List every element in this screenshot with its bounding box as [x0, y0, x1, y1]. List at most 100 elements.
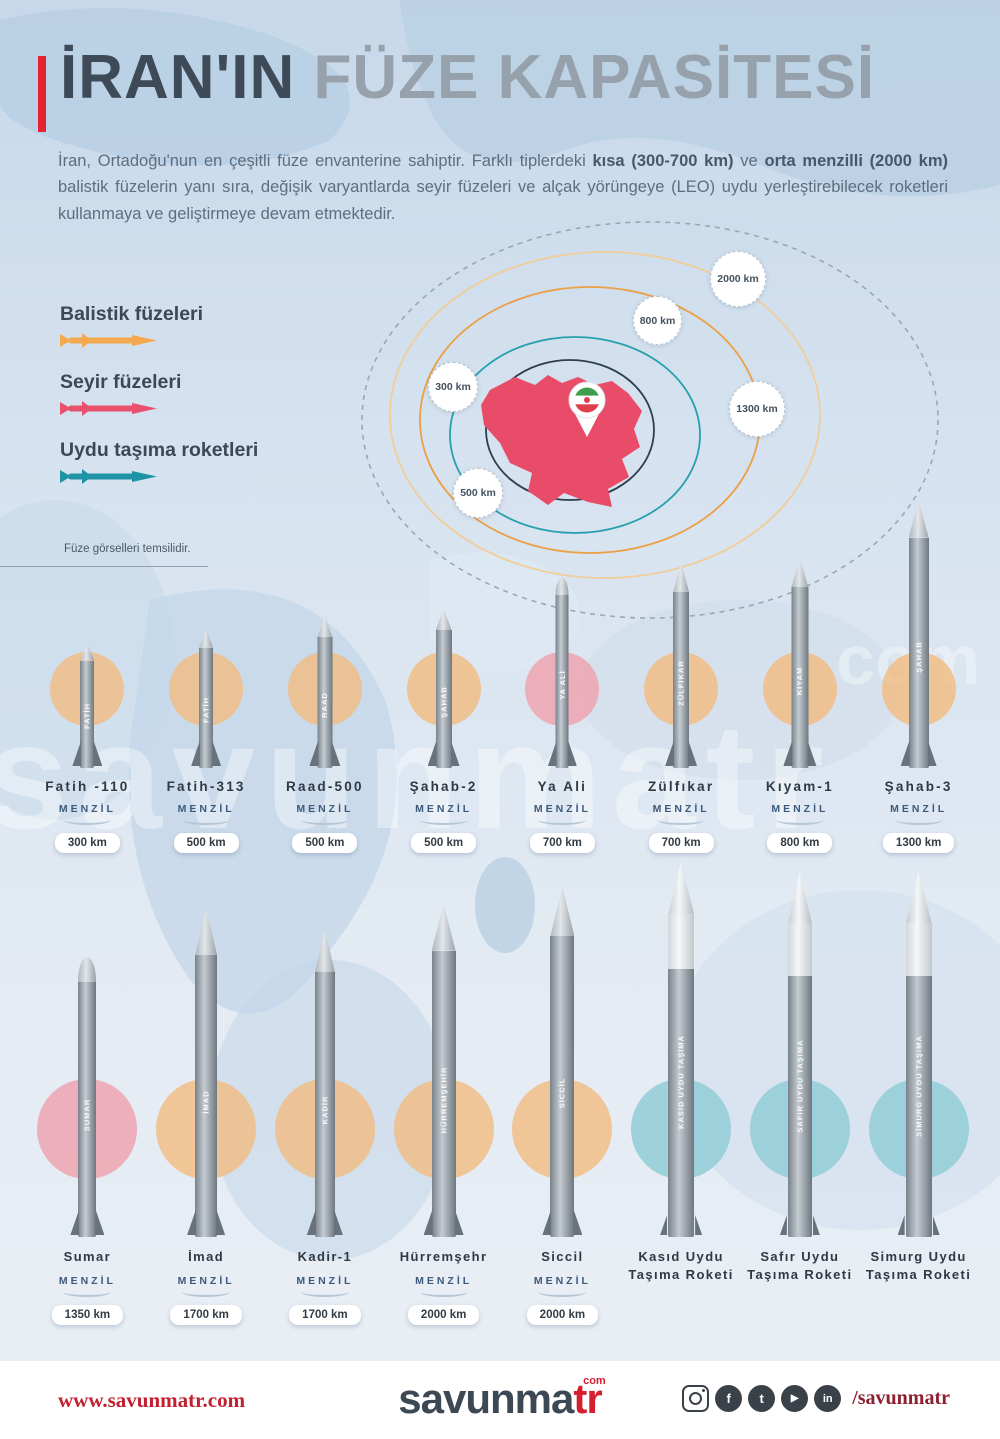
- range-badge: 300 km: [54, 833, 120, 853]
- range-label-800: 800 km: [633, 296, 682, 345]
- missile-body: YA ALİ: [547, 595, 577, 768]
- range-label-1300: 1300 km: [729, 381, 785, 437]
- range-map: [361, 221, 939, 619]
- legend-item-cruise: Seyir füzeleri: [60, 371, 258, 416]
- missile-name: Raad-500: [286, 779, 364, 794]
- missile-nose: [435, 608, 452, 631]
- missile-name: Simurg Uydu Taşıma Roketi: [865, 1249, 972, 1282]
- missile-card: KADİR Kadir-1 MENZİL 1700 km: [266, 860, 385, 1325]
- missile-body: ŞAHAB: [900, 537, 937, 768]
- missile-row-2: SUMAR Sumar MENZİL 1350 km İMAD: [28, 860, 978, 1325]
- missile-nose: [668, 862, 695, 915]
- missile-name: Kadir-1: [297, 1249, 353, 1264]
- missile-figure: RAAD: [266, 496, 385, 768]
- range-arc: [63, 1287, 112, 1297]
- page-title: İRAN'IN FÜZE KAPASİTESİ: [60, 42, 875, 113]
- facebook-icon[interactable]: f: [715, 1385, 743, 1412]
- missile-graphic: ZÜLFIKAR: [665, 563, 698, 768]
- intro-bold-short-range: kısa (300-700 km): [592, 152, 734, 170]
- missile-figure: ZÜLFIKAR: [622, 496, 741, 768]
- range-caption: MENZİL: [177, 803, 235, 815]
- range-caption: MENZİL: [533, 803, 591, 815]
- missile-body: SİMURG UYDU TAŞIMA: [897, 923, 940, 1237]
- range-caption: MENZİL: [533, 1274, 591, 1287]
- missile-name: Safır Uydu Taşıma Roketi: [747, 1249, 853, 1282]
- range-label-500: 500 km: [453, 468, 503, 518]
- range-caption: MENZİL: [296, 1274, 354, 1287]
- legend-label: Seyir füzeleri: [60, 371, 182, 393]
- missile-vlabel: FATİH: [82, 703, 92, 730]
- missile-figure: ŞAHAB: [859, 496, 978, 768]
- missile-vlabel: YA ALİ: [557, 670, 567, 700]
- range-badge: 1350 km: [51, 1304, 124, 1325]
- missile-card: YA ALİ Ya Ali MENZİL 700 km: [503, 496, 622, 853]
- range-badge: 1700 km: [170, 1304, 242, 1325]
- linkedin-icon[interactable]: in: [814, 1385, 842, 1412]
- missile-body: KIYAM: [783, 587, 817, 768]
- missile-vlabel: SUMAR: [82, 1098, 92, 1131]
- missile-card: FATİH Fatih-313 MENZİL 500 km: [147, 496, 266, 853]
- missile-fin: [783, 740, 793, 766]
- missile-body: KADİR: [306, 972, 343, 1237]
- missile-vlabel: KIYAM: [795, 667, 805, 696]
- intro-text: ve: [733, 152, 765, 170]
- missile-nose: [314, 929, 335, 973]
- missile-fin: [423, 1209, 433, 1235]
- missile-body: SUMAR: [70, 982, 105, 1237]
- missile-graphic: KADİR: [306, 929, 343, 1237]
- missile-name: Kıyam-1: [765, 779, 834, 794]
- range-badge: 500 km: [411, 833, 477, 853]
- satellite-rocket-icon: [60, 469, 157, 484]
- missile-name: Ya Ali: [537, 779, 588, 794]
- missile-figure: KADİR: [266, 860, 385, 1237]
- missile-vlabel: SİMURG UYDU TAŞIMA: [914, 1035, 924, 1138]
- missile-fin: [187, 1209, 197, 1235]
- missile-card: İMAD İmad MENZİL 1700 km: [147, 860, 266, 1325]
- range-badge: 2000 km: [526, 1304, 599, 1325]
- youtube-icon[interactable]: ▶: [781, 1385, 809, 1412]
- missile-vlabel: FATİH: [201, 697, 211, 724]
- missile-graphic: SİMURG UYDU TAŞIMA: [897, 872, 940, 1237]
- missile-body: ŞAHAB: [427, 630, 460, 768]
- missile-fin: [573, 1209, 583, 1235]
- range-caption: MENZİL: [771, 803, 829, 815]
- range-arc: [775, 815, 824, 825]
- missile-figure: YA ALİ: [503, 496, 622, 768]
- range-arc: [63, 815, 112, 825]
- missile-figure: KASID UYDU TAŞIMA: [622, 860, 741, 1237]
- missile-name: Fatih-313: [166, 779, 246, 794]
- logo-com-superscript: com: [583, 1375, 606, 1387]
- missile-card: ŞAHAB Şahab-2 MENZİL 500 km: [384, 496, 503, 853]
- range-caption: MENZİL: [415, 803, 473, 815]
- missile-body: HÜRREMŞEHİR: [423, 950, 464, 1237]
- missile-fin: [450, 740, 460, 766]
- missile-fin: [72, 740, 82, 766]
- range-badge: 700 km: [648, 833, 714, 853]
- disclaimer-note: Füze görselleri temsilidir.: [64, 543, 191, 555]
- website-link[interactable]: www.savunmatr.com: [58, 1388, 246, 1412]
- title-light-part: FÜZE KAPASİTESİ: [313, 43, 876, 112]
- range-badge: 800 km: [767, 833, 833, 853]
- missile-graphic: RAAD: [309, 616, 341, 768]
- range-caption: MENZİL: [415, 1274, 473, 1287]
- instagram-icon[interactable]: [682, 1385, 710, 1412]
- twitter-icon[interactable]: t: [748, 1385, 776, 1412]
- missile-name: Şahab-2: [409, 779, 478, 794]
- missile-figure: SAFIR UYDU TAŞIMA: [741, 860, 860, 1237]
- range-caption: MENZİL: [890, 803, 948, 815]
- range-arc: [894, 815, 943, 825]
- missile-figure: FATİH: [147, 496, 266, 768]
- missile-fin: [333, 1209, 343, 1235]
- social-bar: f t ▶ in /savunmatr: [682, 1385, 950, 1412]
- social-handle-link[interactable]: /savunmatr: [852, 1387, 950, 1409]
- missile-fin: [932, 1215, 940, 1235]
- range-caption: MENZİL: [296, 803, 354, 815]
- missile-fin: [331, 740, 341, 766]
- title-dark-part: İRAN'IN: [60, 43, 296, 112]
- missile-nose: [195, 909, 218, 955]
- missile-fin: [70, 1209, 80, 1235]
- missile-fin: [695, 1215, 703, 1235]
- missile-name: Sumar: [63, 1249, 112, 1264]
